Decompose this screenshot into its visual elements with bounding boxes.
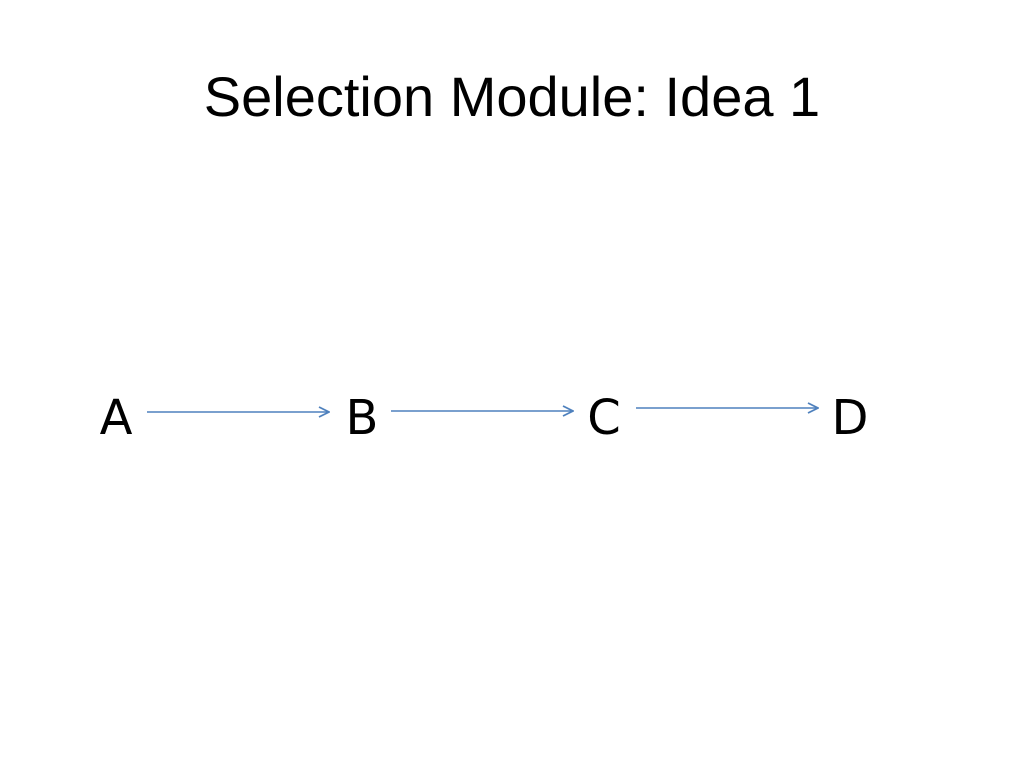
node-a: A — [100, 390, 133, 446]
node-d: D — [832, 390, 869, 446]
node-c: C — [587, 390, 621, 446]
slide-title: Selection Module: Idea 1 — [203, 65, 821, 128]
node-b: B — [346, 390, 379, 446]
